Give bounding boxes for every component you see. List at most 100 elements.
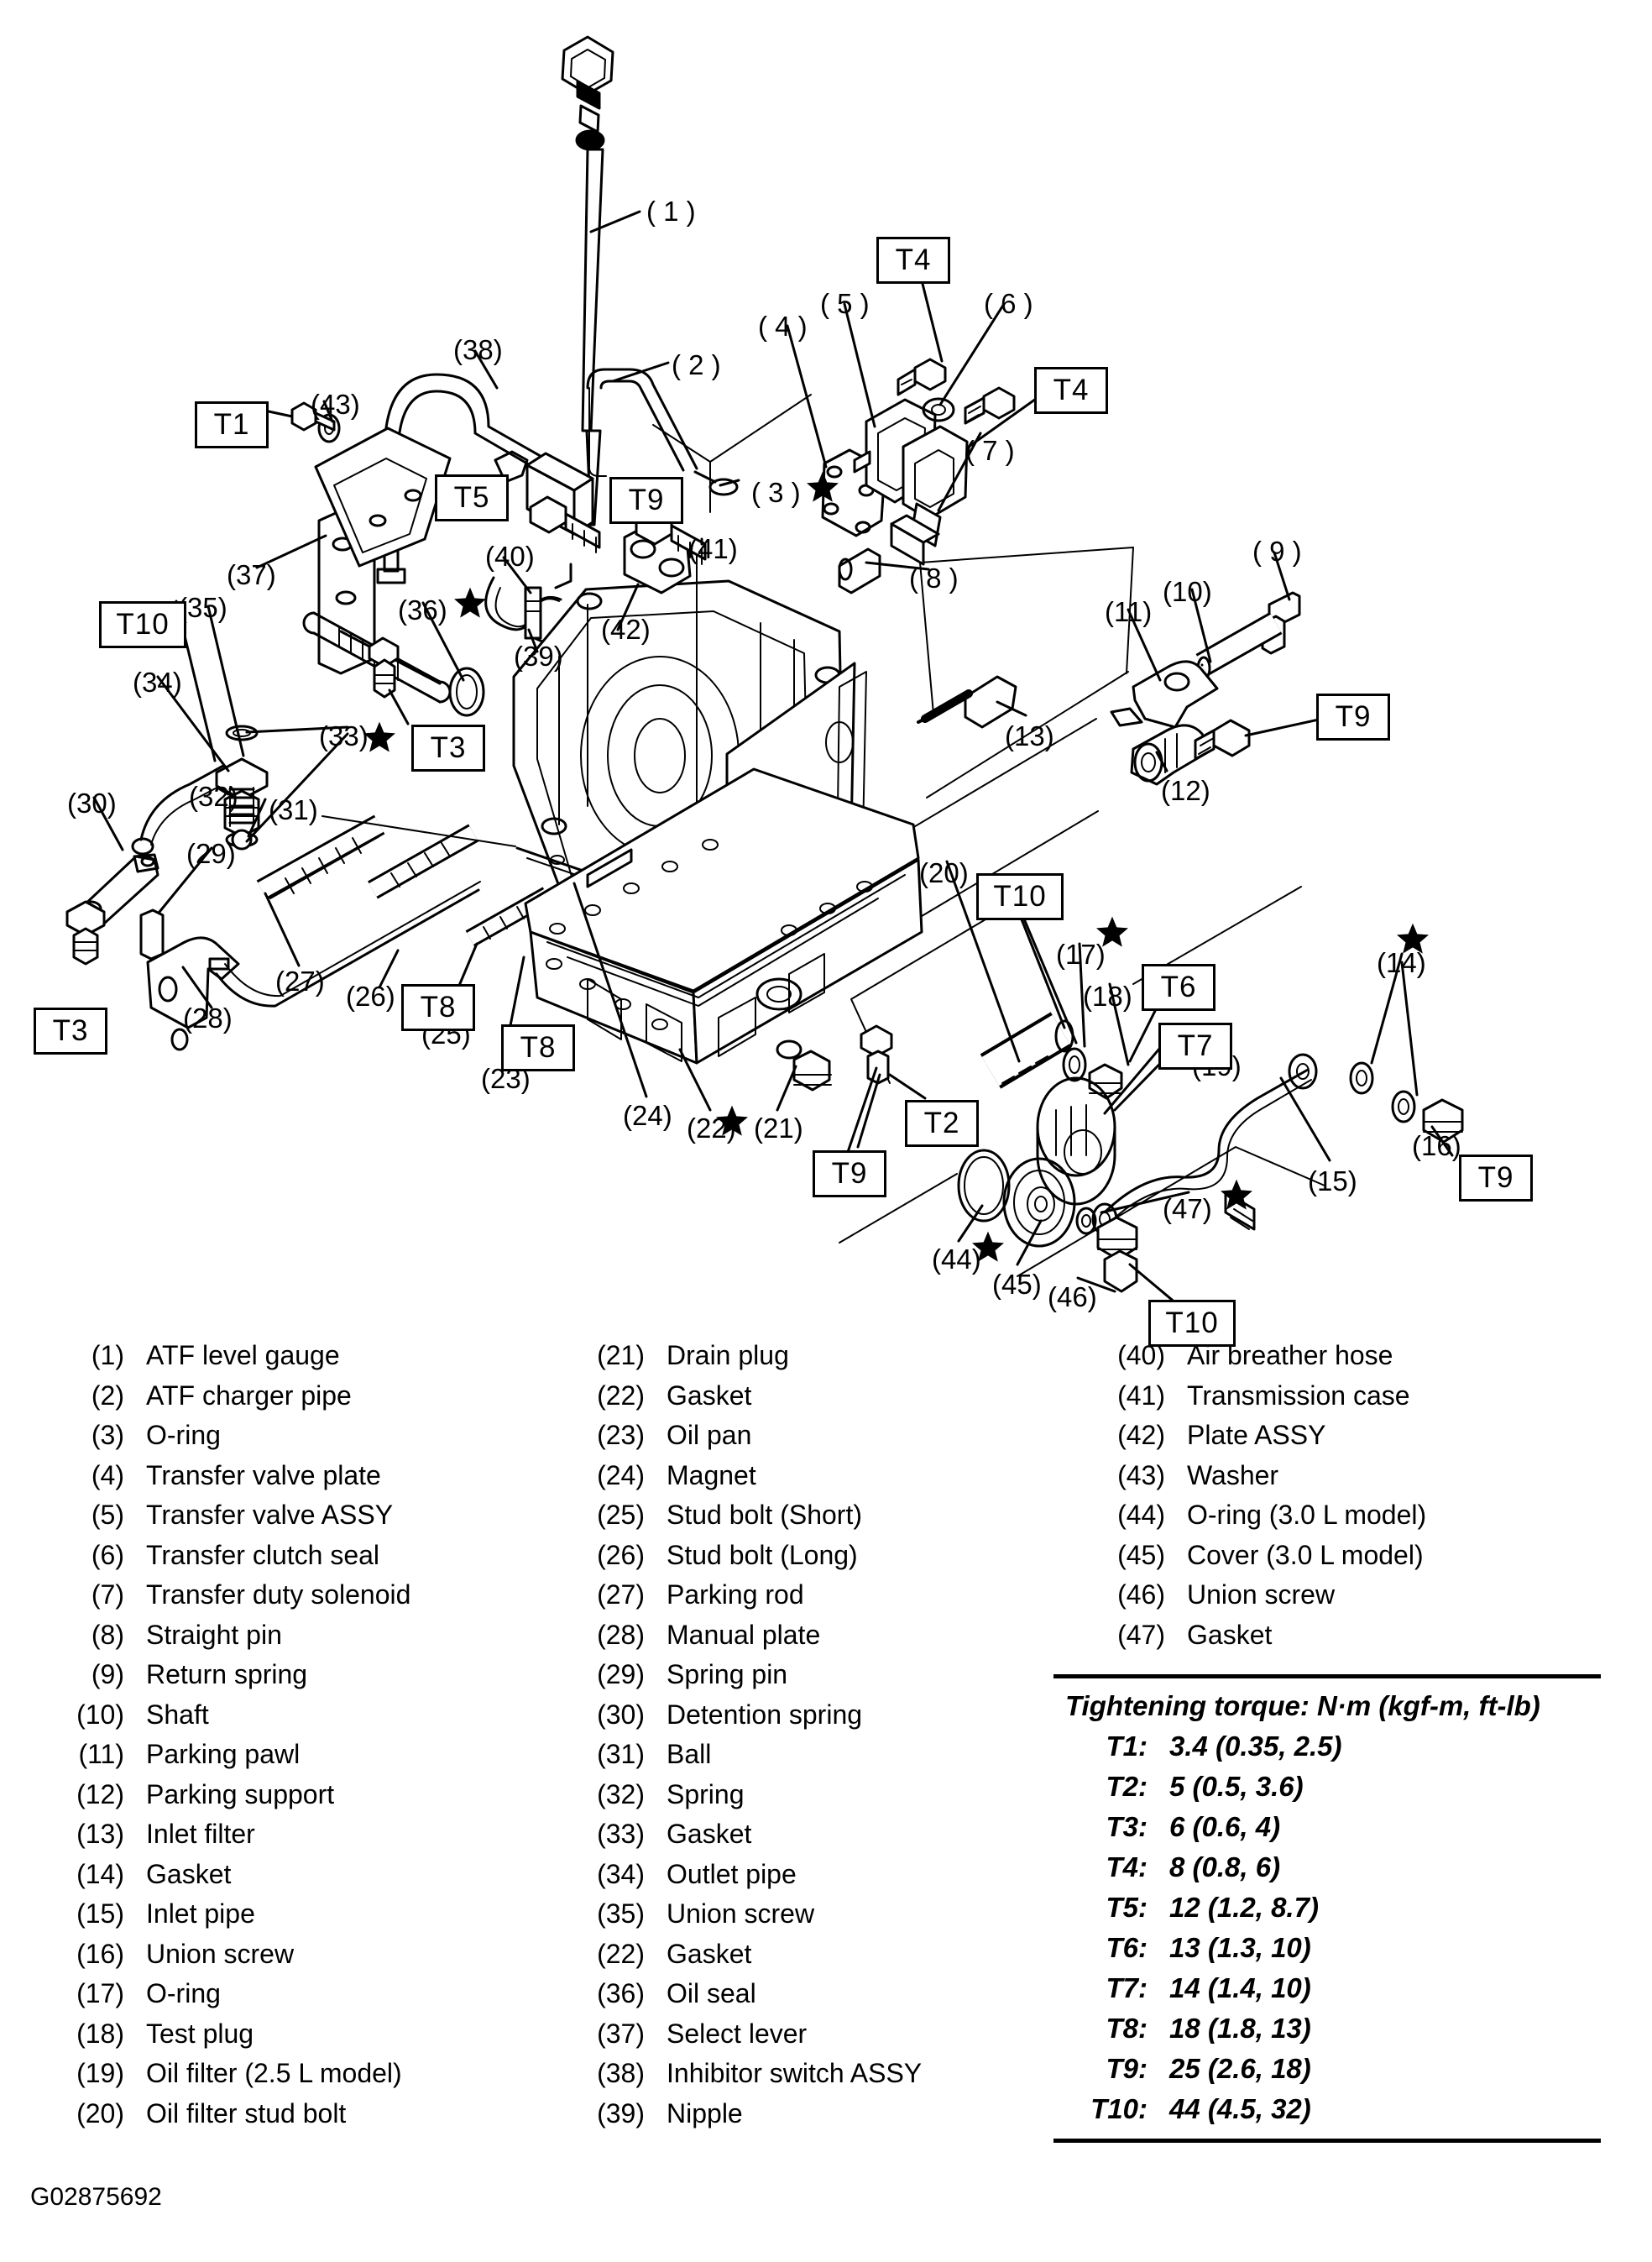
torque-row-t8: T8:18 (1.8, 13) [1053, 2013, 1601, 2053]
part-name: Oil seal [667, 1978, 756, 2008]
part-straight-pin [838, 547, 881, 594]
part-number: (24) [597, 1459, 645, 1490]
torque-key: T2: [1106, 1771, 1148, 1802]
torque-tag-t2: T2 [905, 1100, 979, 1147]
figure-code: G02875692 [30, 2183, 162, 2211]
part-name: Cover (3.0 L model) [1187, 1539, 1424, 1570]
part-number: (8) [91, 1619, 124, 1650]
part-name: Parking support [146, 1778, 335, 1809]
parts-list-row: (45) Cover (3.0 L model) [1091, 1540, 1595, 1580]
parts-list-row: (32)Spring [571, 1779, 1041, 1820]
part-transfer-clutch-seal-6 [922, 397, 955, 422]
callout-47: (47) [1163, 1193, 1212, 1224]
part-name: Spring pin [667, 1659, 788, 1689]
part-number: (14) [76, 1858, 124, 1889]
torque-key: T6: [1106, 1932, 1148, 1963]
parts-list-row: (43)Washer [1091, 1460, 1595, 1500]
part-union-screw-46 [1096, 1216, 1138, 1293]
callout-31: (31) [269, 794, 318, 825]
callout-1: ( 1 ) [646, 196, 696, 227]
parts-list-row: (34)Outlet pipe [571, 1859, 1041, 1899]
part-number: (27) [597, 1579, 645, 1610]
parts-list-row: (22)Gasket [571, 1939, 1041, 1979]
torque-value: 6 (0.6, 4) [1169, 1811, 1281, 1842]
part-number: (35) [597, 1898, 645, 1929]
parts-list-row: (39)Nipple [571, 2098, 1041, 2139]
torque-tag-t8: T8 [401, 984, 475, 1031]
star-marker-icon [715, 1104, 749, 1138]
parts-list-row: (5) Transfer valve ASSY [50, 1500, 520, 1540]
callout-11: (11) [1105, 596, 1153, 627]
torque-tag-t8: T8 [501, 1024, 575, 1071]
callout-17: (17) [1056, 939, 1106, 970]
callout-39: (39) [514, 641, 563, 672]
parts-column-3: (40)Air breather hose(41)Transmission ca… [1091, 1340, 1595, 1659]
callout-16: (16) [1412, 1130, 1461, 1161]
torque-value: 25 (2.6, 18) [1169, 2053, 1311, 2084]
torque-tag-t5: T5 [435, 474, 509, 521]
part-name: Gasket [667, 1380, 752, 1411]
part-number: (15) [76, 1898, 124, 1929]
star-marker-icon [806, 470, 839, 504]
callout-33: (33) [319, 720, 369, 751]
part-outlet-pipe [131, 764, 246, 856]
torque-tag-t9: T9 [813, 1150, 886, 1197]
torque-tag-t1: T1 [195, 401, 269, 448]
star-marker-icon [1220, 1178, 1253, 1212]
callout-20: (20) [919, 857, 969, 888]
part-o-ring-17 [1062, 1047, 1087, 1082]
diagram-lineart [65, 35, 1464, 1310]
part-name: Oil filter stud bolt [146, 2097, 347, 2128]
part-shaft-10 [1195, 611, 1283, 681]
part-oil-filter [1036, 1076, 1116, 1206]
callout-32: (32) [189, 781, 238, 812]
callout-5: ( 5 ) [820, 288, 870, 319]
part-number: (5) [91, 1500, 124, 1530]
part-name: Outlet pipe [667, 1858, 797, 1889]
parts-list-row: (2)ATF charger pipe [50, 1380, 520, 1421]
callout-2: ( 2 ) [672, 349, 721, 380]
star-marker-icon [971, 1230, 1005, 1264]
callout-10: (10) [1163, 576, 1212, 607]
torque-key: T7: [1106, 1972, 1148, 2003]
callout-44: (44) [932, 1244, 981, 1275]
parts-list-row: (4)Transfer valve plate [50, 1460, 520, 1500]
torque-key: T10: [1090, 2093, 1148, 2124]
parts-list-row: (47)Gasket [1091, 1620, 1595, 1660]
part-parking-rod-27 [215, 881, 481, 1008]
parts-list-row: (19)Oil filter (2.5 L model) [50, 2058, 520, 2098]
parts-list-row: (42)Plate ASSY [1091, 1420, 1595, 1460]
torque-tag-t4: T4 [876, 237, 950, 284]
parts-list-row: (26)Stud bolt (Long) [571, 1540, 1041, 1580]
parts-list-row: (18)Test plug [50, 2019, 520, 2059]
part-union-screw-16 [1422, 1098, 1464, 1144]
part-name: O-ring (3.0 L model) [1187, 1500, 1427, 1530]
star-marker-icon [1095, 915, 1129, 949]
part-number: (46) [1117, 1579, 1165, 1610]
part-number: (1) [91, 1340, 124, 1370]
table-top-rule [1053, 1674, 1601, 1678]
parts-list-row: (29)Spring pin [571, 1659, 1041, 1699]
torque-tag-t7: T7 [1158, 1023, 1232, 1070]
torque-row-t10: T10:44 (4.5, 32) [1053, 2093, 1601, 2134]
part-name: Transfer valve ASSY [146, 1500, 394, 1530]
callout-18: (18) [1083, 981, 1132, 1012]
part-number: (25) [597, 1500, 645, 1530]
part-stud-bolts [256, 814, 552, 947]
part-number: (45) [1117, 1539, 1165, 1570]
callout-24: (24) [623, 1100, 672, 1131]
callout-8: ( 8 ) [909, 563, 959, 594]
part-name: Oil pan [667, 1420, 752, 1450]
parts-list-row: (7)Transfer duty solenoid [50, 1579, 520, 1620]
torque-row-t7: T7: 14 (1.4, 10) [1053, 1972, 1601, 2013]
part-number: (30) [597, 1699, 645, 1730]
part-drain-plug [776, 1039, 832, 1092]
part-inlet-pipe [1091, 1053, 1318, 1236]
parts-column-2: (21)Drain plug(22)Gasket(23)Oil pan(24)M… [571, 1340, 1041, 2138]
callout-7: ( 7 ) [965, 435, 1015, 466]
torque-key: T9: [1106, 2053, 1148, 2084]
torque-value: 14 (1.4, 10) [1169, 1972, 1311, 2003]
torque-row-t9: T9: 25 (2.6, 18) [1053, 2053, 1601, 2093]
callout-46: (46) [1048, 1281, 1097, 1312]
part-number: (23) [597, 1420, 645, 1450]
